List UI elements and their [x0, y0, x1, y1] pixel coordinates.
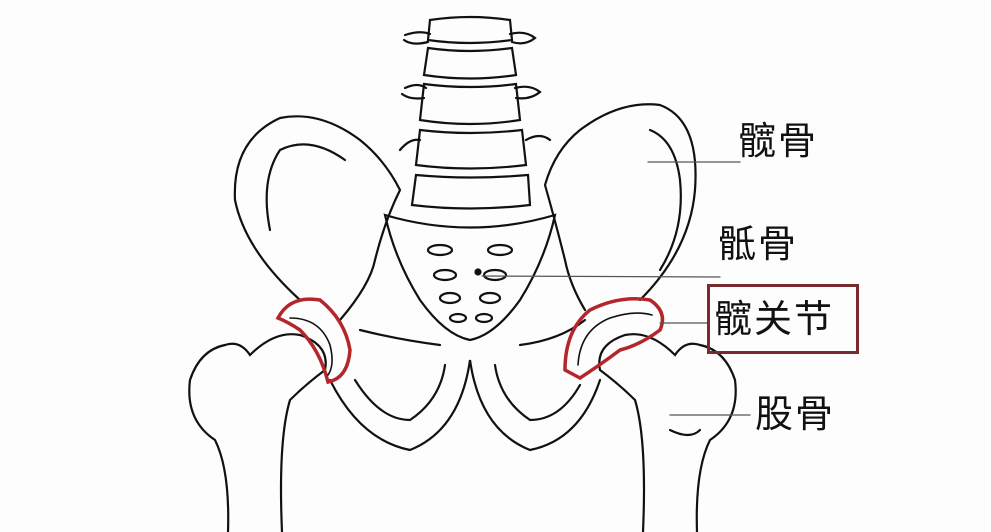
- label-sacrum: 骶骨: [718, 222, 799, 266]
- leader-lines: [481, 161, 751, 416]
- hip-bones: [233, 103, 697, 452]
- hip-joint-label-box: [707, 284, 859, 354]
- label-hip-joint: 髋关节: [714, 297, 835, 341]
- lumbar-spine: [398, 15, 552, 210]
- label-femur: 股骨: [755, 392, 836, 436]
- femurs: [188, 333, 737, 532]
- sacrum-shape: [383, 213, 557, 342]
- label-hip-bone: 髋骨: [738, 119, 819, 163]
- hip-joint-highlights: [275, 297, 665, 385]
